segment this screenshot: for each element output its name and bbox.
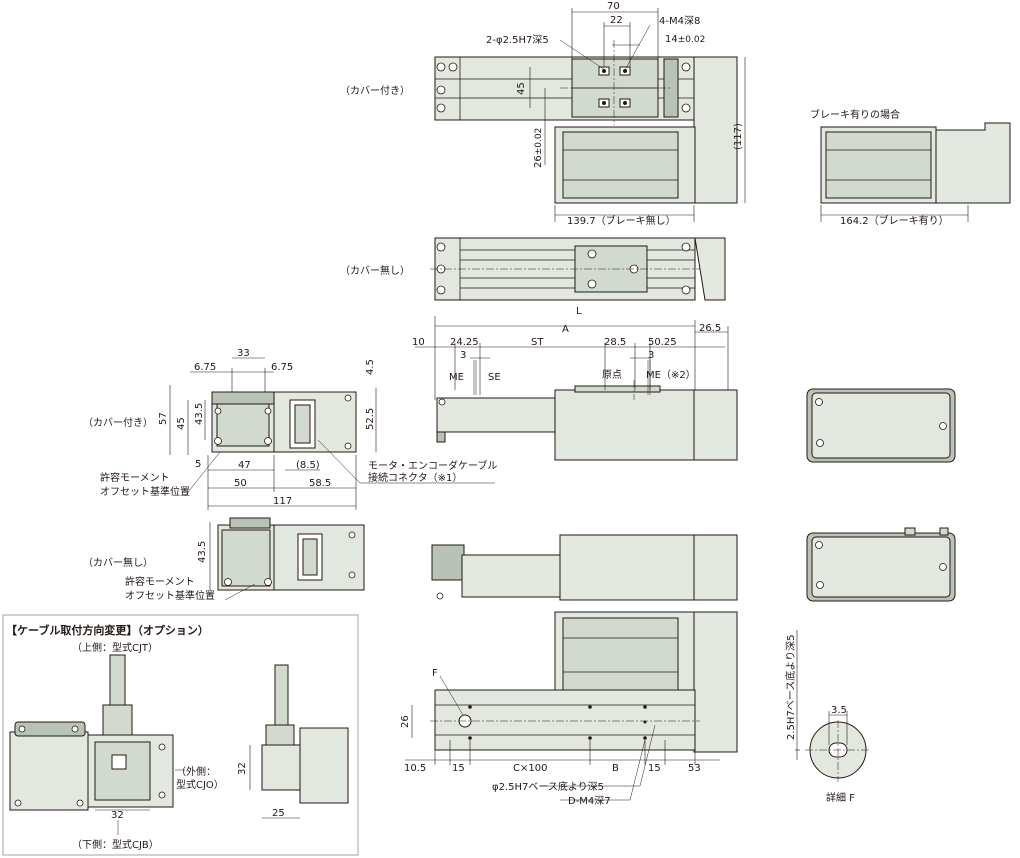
dim-14: 14±0.02 (665, 34, 705, 45)
dim-43-5-b: 43.5 (197, 541, 208, 563)
end-view-right-upper (806, 388, 956, 463)
dim-45-top: 45 (516, 82, 527, 95)
dim-10-5: 10.5 (404, 763, 426, 774)
label-motor-cable-2: 接続コネクタ（※1） (368, 471, 462, 484)
dim-3-left: 3 (460, 350, 466, 361)
label-detail-F: 詳細 F (826, 791, 855, 804)
dim-15-b: 15 (648, 763, 661, 774)
dim-117-paren: (117) (733, 123, 744, 150)
brake-variant-view (820, 122, 1011, 222)
front-view-cover-off (431, 534, 738, 601)
dim-52-5: 52.5 (365, 408, 376, 430)
dim-25: 25 (272, 808, 285, 819)
dim-26-bottom: 26 (400, 715, 411, 728)
dim-A: A (562, 324, 569, 335)
dim-43-5: 43.5 (194, 403, 205, 425)
top-view-cover-off (430, 237, 726, 301)
dim-ST: ST (531, 337, 544, 348)
front-view (415, 316, 738, 461)
dim-47: 47 (238, 460, 251, 471)
label-origin: 原点 (602, 369, 622, 381)
dim-53: 53 (688, 763, 701, 774)
label-SE: SE (488, 372, 501, 383)
side-view-cover-off (209, 517, 365, 601)
label-tap-bottom: D-M4深7 (568, 795, 611, 807)
label-brake-case: ブレーキ有りの場合 (810, 108, 900, 121)
label-vertical-pin: 2.5H7ベース底より深5 (784, 635, 797, 740)
label-ME-right: ME（※2） (646, 369, 696, 381)
label-moment-2-b: オフセット基準位置 (125, 589, 215, 602)
dim-58-5: 58.5 (309, 478, 331, 489)
dim-len-no-brake: 139.7（ブレーキ無し） (567, 214, 676, 227)
dim-26-top: 26±0.02 (533, 128, 544, 168)
end-view-right-lower (806, 527, 956, 602)
dim-3-5: 3.5 (831, 705, 847, 716)
dim-C100: C×100 (513, 763, 547, 774)
dim-15-a: 15 (452, 763, 465, 774)
dim-50-25: 50.25 (648, 337, 677, 348)
label-cover-on: （カバー付き） (340, 84, 410, 97)
dim-26-5: 26.5 (699, 323, 721, 334)
dim-8-5: (8.5) (296, 460, 320, 471)
label-outer-2: 型式CJO） (176, 778, 224, 791)
option-cable-views (9, 654, 349, 835)
label-moment-2: オフセット基準位置 (100, 485, 190, 498)
dim-32-h: 32 (111, 810, 124, 821)
label-outer-1: （外側： (176, 765, 216, 778)
label-cover-off-side: （カバー無し） (83, 556, 153, 569)
dim-22: 22 (610, 15, 623, 26)
bottom-view (405, 675, 720, 801)
label-cover-on-side: （カバー付き） (83, 416, 153, 429)
label-ME-left: ME (449, 372, 464, 383)
label-pin-hole: 2-φ2.5H7深5 (486, 34, 549, 46)
label-upper-cjt: （上側：型式CJT） (72, 641, 158, 654)
motor-lower-view (554, 611, 738, 753)
dim-28-5: 28.5 (604, 337, 626, 348)
label-pin-bottom: φ2.5H7ベース底より深5 (492, 780, 604, 793)
option-title: 【ケーブル取付方向変更】（オプション） (6, 623, 209, 637)
label-motor-cable-1: モータ・エンコーダケーブル (368, 459, 497, 472)
dim-45-side: 45 (176, 417, 187, 430)
dim-32-v: 32 (237, 762, 248, 775)
side-view-cover-on (169, 357, 495, 510)
label-tap-hole: 4-M4深8 (659, 15, 700, 27)
dim-10: 10 (412, 337, 425, 348)
label-lower-cjb: （下側：型式CJB） (72, 838, 159, 851)
dim-4-5: 4.5 (365, 359, 376, 375)
dim-6-75-right: 6.75 (271, 362, 293, 373)
dim-6-75-left: 6.75 (194, 362, 216, 373)
dim-70: 70 (607, 1, 620, 12)
dim-3-right: 3 (648, 350, 654, 361)
dim-L: L (576, 306, 582, 317)
dim-117: 117 (273, 496, 292, 507)
label-moment-1-b: 許容モーメント (125, 575, 195, 588)
dim-5: 5 (195, 459, 201, 470)
top-view-cover-on (434, 8, 746, 222)
label-cover-off: （カバー無し） (340, 264, 410, 277)
dim-B: B (612, 763, 619, 774)
label-F: F (432, 668, 438, 679)
detail-f (795, 630, 870, 782)
dim-50: 50 (234, 478, 247, 489)
dim-len-brake: 164.2（ブレーキ有り） (840, 214, 949, 227)
dim-24-25: 24.25 (450, 337, 479, 348)
dim-57: 57 (158, 412, 169, 425)
option-frame (2, 614, 359, 856)
dim-33: 33 (237, 348, 250, 359)
label-moment-1: 許容モーメント (100, 471, 170, 484)
